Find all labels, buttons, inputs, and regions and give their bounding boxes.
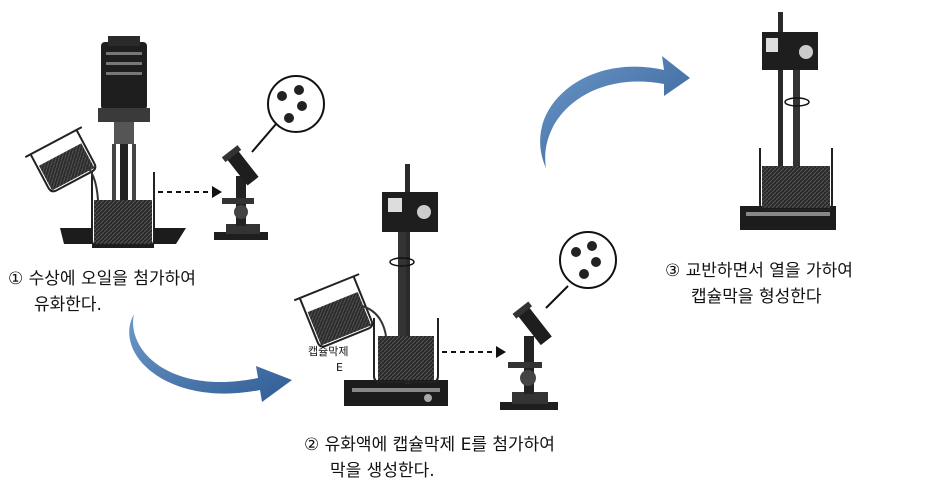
magnified-view-1 xyxy=(267,75,325,133)
heating-stirrer-apparatus xyxy=(740,12,836,230)
step-text-line2: 막을 생성한다. xyxy=(330,461,435,481)
step-1-caption: ① 수상에 오일을 첨가하여 유화한다. xyxy=(8,266,196,318)
microscope-icon xyxy=(500,301,558,410)
capsule-agent-letter: E xyxy=(336,361,343,374)
step-number: ① xyxy=(8,269,24,289)
stirrer-apparatus xyxy=(293,164,448,406)
curved-arrow-step1-to-step2 xyxy=(129,314,292,402)
step-number: ③ xyxy=(665,261,681,281)
step-text-line1: 교반하면서 열을 가하여 xyxy=(685,261,853,281)
step-3-caption: ③ 교반하면서 열을 가하여 캡슐막을 형성한다 xyxy=(665,258,853,310)
step-text-line1: 수상에 오일을 첨가하여 xyxy=(28,269,196,289)
step-text-line2: 캡슐막을 형성한다 xyxy=(691,287,822,307)
step-number: ② xyxy=(304,435,320,455)
capsule-agent-label: 캡슐막제 xyxy=(308,345,348,358)
homogenizer-apparatus xyxy=(24,36,186,248)
step-text-line2: 유화한다. xyxy=(34,295,102,315)
microscope-icon xyxy=(214,145,268,240)
dashed-arrow-2 xyxy=(442,346,506,358)
curved-arrow-step2-to-step3 xyxy=(540,56,690,168)
step-text-line1: 유화액에 캡슐막제 E를 첨가하여 xyxy=(324,435,555,455)
magnified-view-2 xyxy=(559,231,617,289)
step-2-caption: ② 유화액에 캡슐막제 E를 첨가하여 막을 생성한다. xyxy=(304,432,555,484)
dashed-arrow-1 xyxy=(158,186,222,198)
